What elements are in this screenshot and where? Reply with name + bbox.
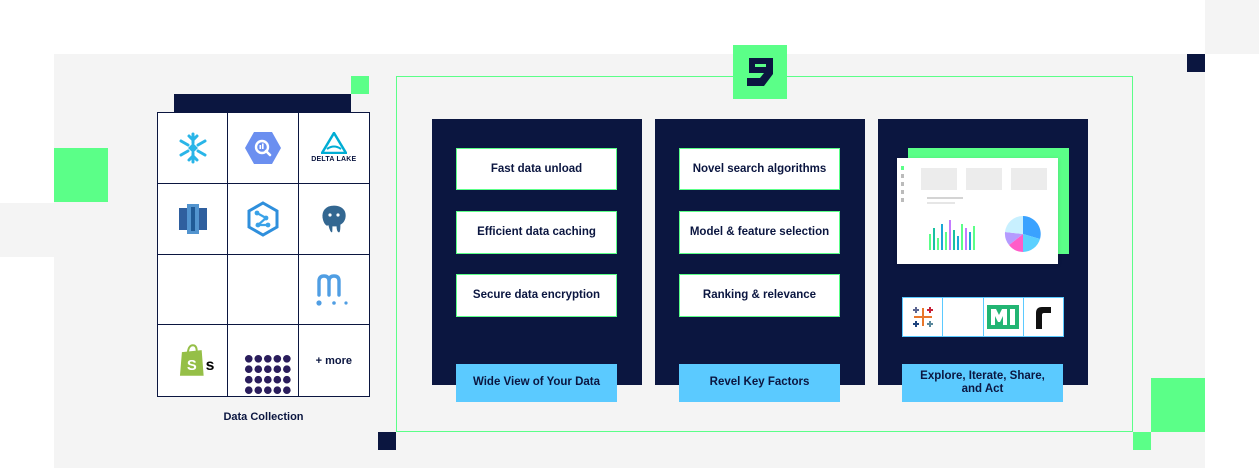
source-cell (158, 113, 229, 184)
dotted-logo-icon (245, 354, 291, 394)
dashboard-card (1011, 168, 1047, 190)
source-cell (158, 183, 229, 255)
retool-icon (1036, 307, 1052, 329)
panel-footer-label: Explore, Iterate, Share, and Act (902, 364, 1063, 402)
snowflake-icon (179, 132, 207, 164)
azure-synapse-icon (247, 200, 279, 237)
postgresql-icon (321, 204, 347, 234)
decor-green-square (351, 76, 369, 94)
redshift-icon (178, 203, 207, 234)
dashboard-card (921, 168, 957, 190)
feature-box: Novel search algorithms (679, 148, 840, 190)
feature-box: Ranking & relevance (679, 274, 840, 317)
decor-green-square (1151, 378, 1205, 432)
panel-footer-label: Revel Key Factors (679, 364, 840, 402)
grid-header-bar (174, 94, 351, 112)
decor-square (0, 203, 54, 257)
source-cell-empty (228, 254, 299, 326)
feature-box: Model & feature selection (679, 211, 840, 254)
bigquery-icon (244, 131, 281, 164)
panel-data-view: Fast data unload Efficient data caching … (432, 119, 642, 402)
decor-navy-square (378, 432, 396, 450)
bi-tool-cell (1022, 297, 1064, 337)
data-collection-caption: Data Collection (223, 411, 304, 423)
decor-navy-square (1187, 54, 1205, 72)
decor-green-square (54, 148, 108, 202)
mode-icon (987, 305, 1020, 329)
svg-text:S: S (187, 358, 197, 374)
bi-tool-cell (982, 297, 1024, 337)
source-cell (228, 325, 299, 396)
more-sources-label: + more (315, 354, 353, 367)
brand-logo-icon (747, 58, 773, 86)
delta-lake-label: DELTA LAKE (311, 156, 357, 164)
shopify-icon: S s (179, 343, 215, 376)
source-cell (228, 113, 299, 184)
source-cell: S s (158, 325, 229, 396)
panel-key-factors: Novel search algorithms Model & feature … (655, 119, 865, 402)
brand-logo (733, 45, 787, 99)
metabase-icon (316, 274, 348, 306)
feature-box: Fast data unload (456, 148, 617, 190)
source-cell: + more (299, 325, 369, 396)
svg-text:s: s (206, 357, 215, 374)
tableau-icon (912, 307, 933, 327)
decor-square (1205, 0, 1259, 54)
source-cell (228, 183, 299, 255)
dashboard-preview (897, 158, 1058, 264)
panel-footer-label: Wide View of Your Data (456, 364, 617, 402)
bi-tool-cell (902, 297, 944, 337)
delta-lake-icon (320, 132, 347, 155)
bi-tool-cell-empty (942, 297, 984, 337)
dashboard-pie-chart-icon (1004, 215, 1041, 252)
dashboard-bar-chart-icon (927, 197, 975, 250)
source-cell (298, 255, 369, 326)
dashboard-sidebar (901, 166, 904, 206)
source-cell-empty (158, 254, 229, 326)
decor-green-square (1133, 432, 1151, 450)
source-cell: DELTA LAKE (298, 113, 369, 184)
source-cell (298, 184, 369, 255)
data-source-grid: DELTA LAKE (157, 112, 370, 397)
bi-tools-row (902, 297, 1064, 337)
feature-box: Efficient data caching (456, 211, 617, 254)
feature-box: Secure data encryption (456, 274, 617, 317)
dashboard-card (966, 168, 1002, 190)
